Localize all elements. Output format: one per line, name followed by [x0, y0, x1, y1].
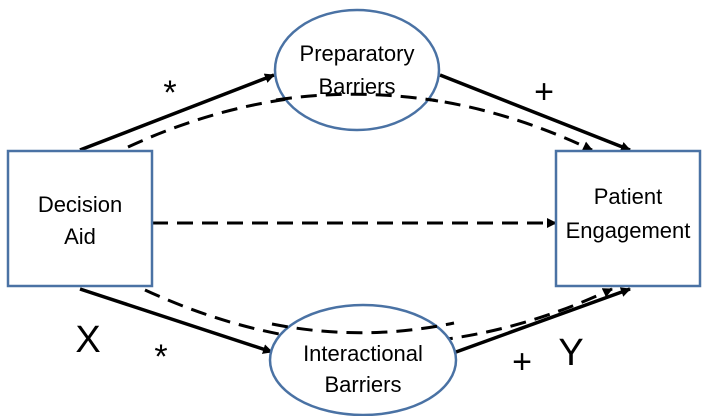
path-label-x: X [75, 319, 100, 361]
patient-engagement-label-line1: Patient [594, 184, 663, 209]
significance-star-top: * [163, 74, 176, 112]
arrow-preparatory-to-engagement [439, 73, 631, 152]
significance-star-bottom: * [154, 338, 167, 376]
arrow-aid-to-preparatory [79, 73, 275, 152]
decision-aid-label-line2: Aid [64, 224, 96, 249]
arrow-aid-to-interactional [79, 287, 273, 354]
interactional-barriers-label-line1: Interactional [303, 341, 423, 366]
significance-plus-bottom: + [512, 343, 532, 381]
preparatory-barriers-label-line1: Preparatory [300, 41, 415, 66]
decision-aid-box [6, 149, 154, 288]
preparatory-barriers-ellipse [273, 8, 441, 132]
dashed-curve-bottom-overlay [271, 321, 455, 335]
interactional-barriers-ellipse [268, 303, 458, 416]
interactional-barriers-label-line2: Barriers [324, 372, 401, 397]
path-label-y: Y [558, 332, 583, 374]
arrow-interactional-to-engagement [455, 287, 631, 354]
dashed-curve-top-overlay [275, 92, 439, 103]
dashed-curve-bottom [144, 287, 613, 346]
significance-plus-top: + [534, 73, 554, 111]
patient-engagement-label-line2: Engagement [566, 218, 691, 243]
patient-engagement-box [554, 149, 702, 288]
decision-aid-label-line1: Decision [38, 192, 122, 217]
